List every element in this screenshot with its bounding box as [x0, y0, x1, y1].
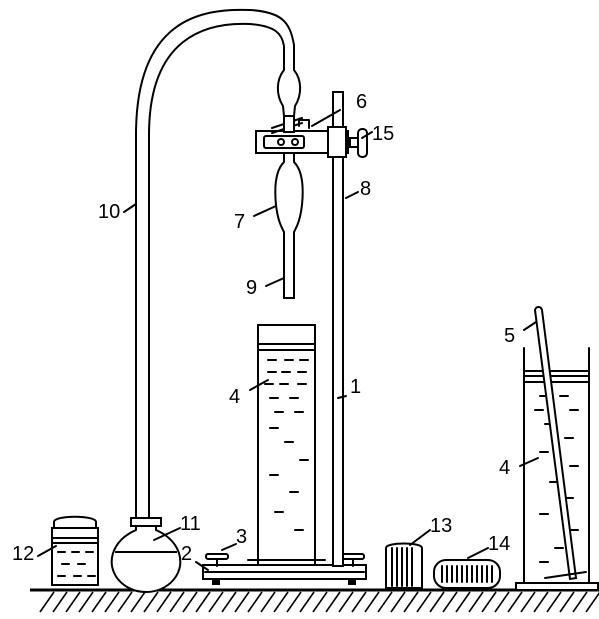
- jar-liquid: [57, 551, 96, 577]
- decor-line: [143, 591, 159, 613]
- label-9: 9: [246, 277, 257, 299]
- decor-line: [364, 591, 380, 613]
- decor-line: [572, 591, 588, 613]
- label-1: 1: [350, 376, 361, 398]
- stopcock: [283, 115, 310, 133]
- decor-line: [481, 591, 497, 613]
- labels: 1 2 3 4 4 5 6 7 8 9 10 11 12 13 14 15: [12, 91, 515, 565]
- rubber-tube: [135, 8, 303, 526]
- decor-line: [312, 591, 328, 613]
- decor-line: [442, 591, 458, 613]
- decor-line: [416, 591, 432, 613]
- decor-line: [182, 591, 198, 613]
- decor-line: [130, 591, 146, 613]
- label-11: 11: [180, 513, 201, 535]
- label-15: 15: [372, 123, 394, 145]
- decor-line: [156, 591, 172, 613]
- decor-line: [78, 591, 94, 613]
- decor-line: [546, 591, 562, 613]
- ground-hatching: [39, 591, 599, 613]
- leveling-screw-right: [341, 553, 365, 567]
- decor-line: [195, 591, 211, 613]
- decor-line: [52, 591, 68, 613]
- decor-line: [299, 591, 315, 613]
- decor-line: [234, 591, 250, 613]
- label-12: 12: [12, 543, 34, 565]
- decor-line: [104, 591, 120, 613]
- decor-line: [325, 591, 341, 613]
- right-cylinder: [515, 306, 599, 591]
- decor-line: [39, 591, 55, 613]
- decor-line: [91, 591, 107, 613]
- tall-cylinder: [247, 324, 326, 566]
- flask: [110, 517, 182, 594]
- decor-line: [403, 591, 419, 613]
- decor-line: [65, 591, 81, 613]
- decor-line: [169, 591, 185, 613]
- label-10: 10: [98, 201, 120, 223]
- label-8: 8: [360, 178, 371, 200]
- decor-line: [260, 591, 276, 613]
- label-2: 2: [181, 543, 192, 565]
- decor-line: [455, 591, 471, 613]
- decor-line: [585, 592, 599, 613]
- funnel: [274, 152, 304, 299]
- decor-line: [351, 591, 367, 613]
- decor-line: [208, 591, 224, 613]
- decor-line: [533, 591, 549, 613]
- cylinder-liquid: [264, 359, 309, 531]
- clamp: [255, 126, 368, 158]
- label-7: 7: [234, 211, 245, 233]
- label-4-right-cylinder: 4: [499, 457, 510, 479]
- weight-14: [433, 559, 501, 589]
- decor-line: [507, 591, 523, 613]
- weight-13: [385, 542, 423, 589]
- label-6: 6: [356, 91, 367, 113]
- decor-line: [221, 591, 237, 613]
- decor-line: [429, 591, 445, 613]
- label-13: 13: [430, 515, 452, 537]
- decor-line: [286, 591, 302, 613]
- label-14: 14: [488, 533, 510, 555]
- decor-line: [520, 591, 536, 613]
- label-3: 3: [236, 526, 247, 548]
- decor-line: [559, 591, 575, 613]
- ground: [30, 588, 599, 613]
- stand-rod: [332, 91, 344, 567]
- jar: [51, 515, 99, 586]
- decor-line: [273, 591, 289, 613]
- decor-line: [247, 591, 263, 613]
- label-5: 5: [504, 325, 515, 347]
- stirrer: [533, 306, 587, 581]
- decor-line: [390, 591, 406, 613]
- clamp-screw: [347, 128, 368, 158]
- decor-line: [377, 591, 393, 613]
- decor-line: [338, 591, 354, 613]
- leader-lines: [37, 109, 539, 571]
- decor-line: [494, 591, 510, 613]
- stand: [202, 91, 367, 585]
- leveling-screw-left: [205, 553, 229, 567]
- decor-line: [117, 591, 133, 613]
- label-4-tall-cylinder: 4: [229, 386, 240, 408]
- decor-line: [468, 591, 484, 613]
